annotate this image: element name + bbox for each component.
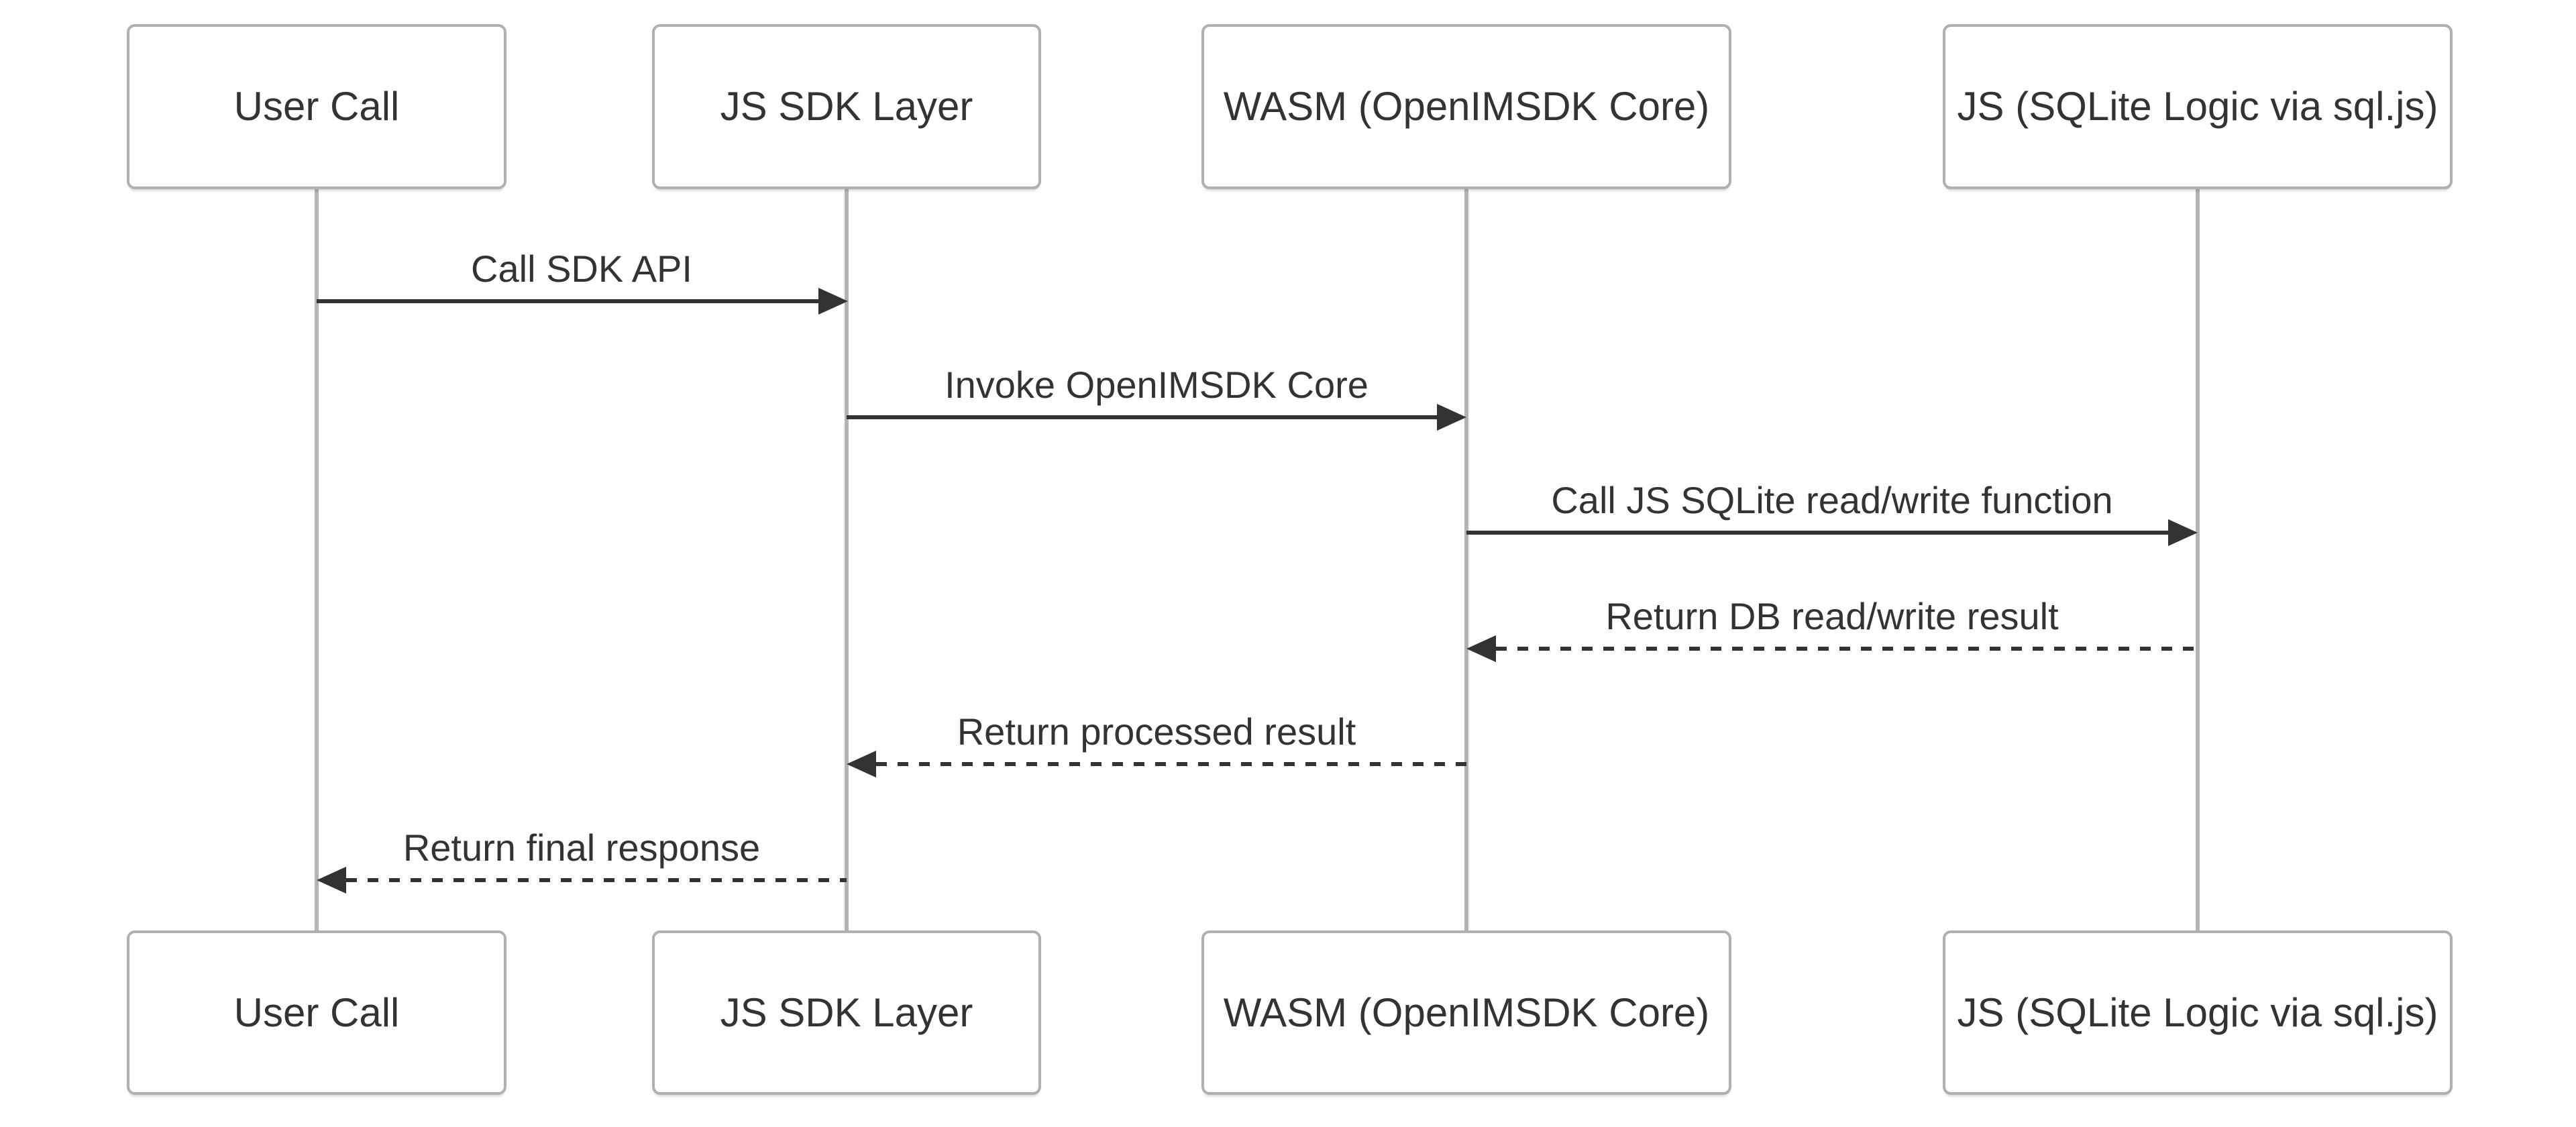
actor-label: User Call (233, 84, 400, 129)
message-label-call-sdk-api: Call SDK API (471, 248, 692, 290)
arrowhead-left-icon (317, 867, 346, 894)
actor-bottom-user-call: User Call (127, 930, 506, 1095)
message-line-call-sqlite (1466, 531, 2172, 535)
lifeline-js-sdk-layer (845, 189, 849, 930)
actor-label: JS (SQLite Logic via sql.js) (1957, 84, 2438, 129)
actor-top-user-call: User Call (127, 24, 506, 189)
actor-label: WASM (OpenIMSDK Core) (1223, 989, 1710, 1035)
message-label-return-final: Return final response (402, 826, 761, 869)
message-line-return-db-result (1496, 647, 2198, 651)
actor-bottom-wasm-core: WASM (OpenIMSDK Core) (1201, 930, 1731, 1095)
actor-label: JS SDK Layer (720, 84, 973, 129)
arrowhead-left-icon (1466, 635, 1496, 662)
actor-top-js-sdk-layer: JS SDK Layer (652, 24, 1041, 189)
message-label-return-processed: Return processed result (957, 710, 1356, 753)
arrowhead-right-icon (2168, 519, 2198, 546)
actor-top-wasm-core: WASM (OpenIMSDK Core) (1201, 24, 1731, 189)
message-label-call-sqlite: Call JS SQLite read/write function (1551, 479, 2113, 521)
message-label-return-db-result: Return DB read/write result (1605, 595, 2059, 637)
actor-label: WASM (OpenIMSDK Core) (1223, 84, 1710, 129)
actor-bottom-js-sdk-layer: JS SDK Layer (652, 930, 1041, 1095)
lifeline-js-sqlite (2196, 189, 2200, 930)
message-line-return-final (346, 878, 847, 882)
actor-bottom-js-sqlite: JS (SQLite Logic via sql.js) (1943, 930, 2453, 1095)
actor-label: JS SDK Layer (720, 989, 973, 1035)
actor-top-js-sqlite: JS (SQLite Logic via sql.js) (1943, 24, 2453, 189)
message-label-invoke-core: Invoke OpenIMSDK Core (945, 364, 1368, 406)
lifeline-user-call (315, 189, 319, 930)
actor-label: User Call (233, 989, 400, 1035)
message-line-invoke-core (847, 415, 1441, 419)
lifeline-wasm-core (1464, 189, 1468, 930)
arrowhead-right-icon (1437, 404, 1466, 431)
actor-label: JS (SQLite Logic via sql.js) (1957, 989, 2438, 1035)
arrowhead-right-icon (818, 288, 848, 315)
message-line-call-sdk-api (317, 299, 821, 303)
arrowhead-left-icon (847, 751, 876, 777)
message-line-return-processed (876, 762, 1466, 766)
